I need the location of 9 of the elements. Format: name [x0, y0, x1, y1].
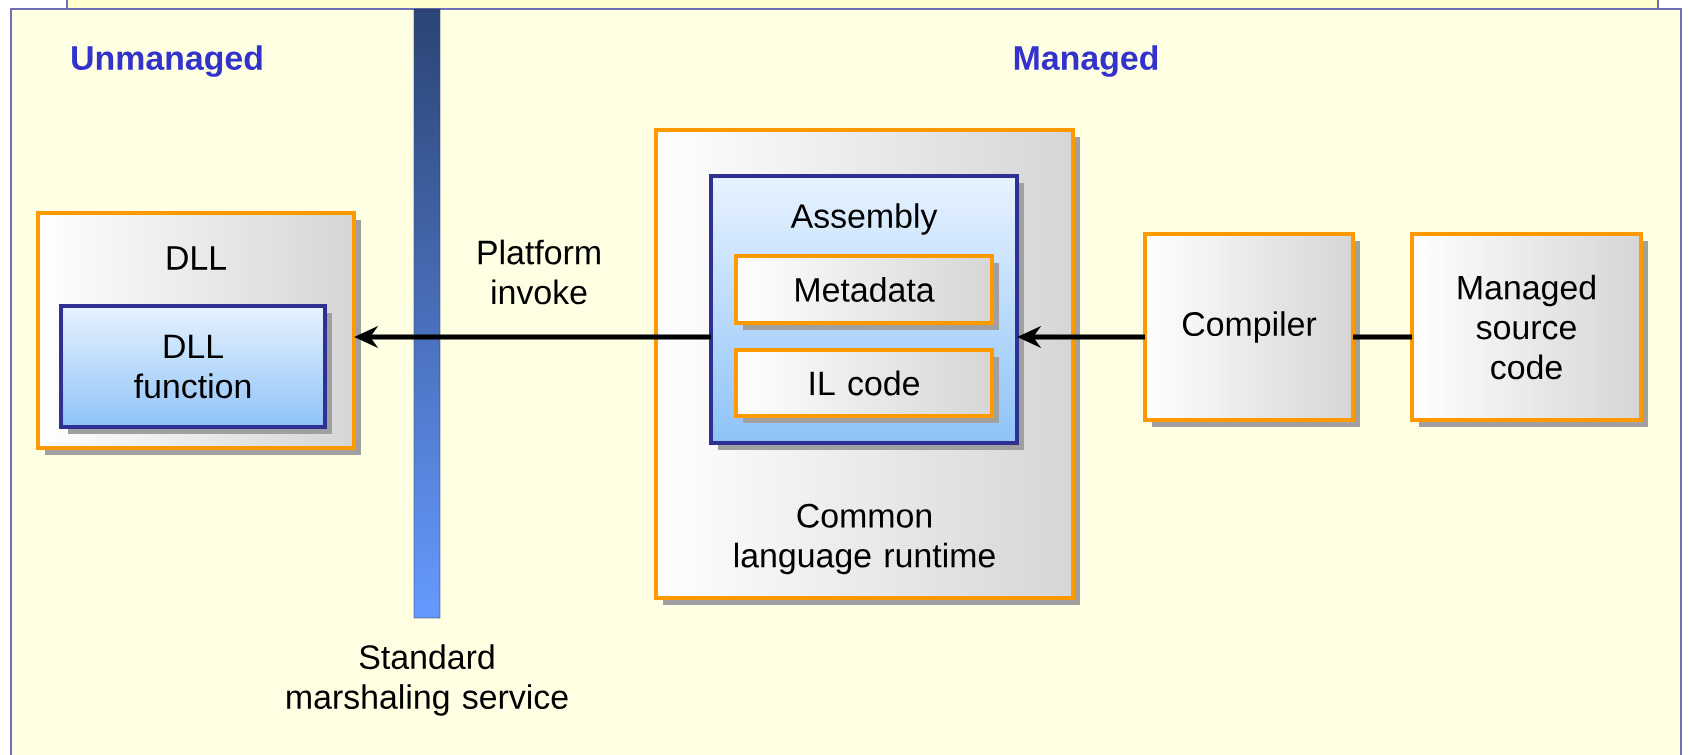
edge-label: Platform invoke: [478, 239, 600, 305]
service-label: Standard marshaling service: [287, 644, 568, 716]
region-heading: Unmanaged: [72, 45, 262, 77]
process-box: Compiler: [1143, 232, 1360, 427]
inner-box: DLL function: [59, 304, 332, 434]
process-box: IL code: [734, 348, 999, 423]
process-box: Metadata: [734, 254, 999, 330]
region-heading: Managed: [1014, 45, 1158, 77]
process-box: Managed source code: [1410, 232, 1648, 427]
